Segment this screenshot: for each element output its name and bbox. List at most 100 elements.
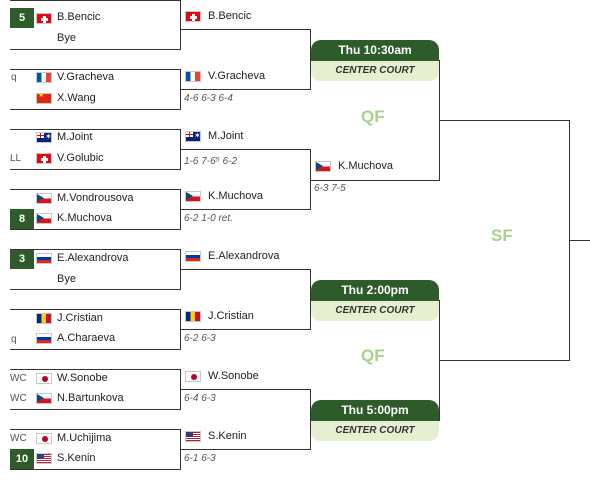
match-court: CENTER COURT [311, 301, 439, 321]
flag-russia-icon [185, 251, 201, 262]
player-name[interactable]: K.Muchova [57, 212, 113, 224]
flag-russia-icon [36, 333, 52, 344]
match-score: 1-6 7-6⁵ 6-2 [184, 156, 238, 167]
match-time: Thu 5:00pm [311, 400, 439, 421]
flag-switzerland-icon [36, 13, 52, 24]
entry-tag: WC [10, 393, 27, 404]
seed-badge: 5 [10, 8, 34, 28]
bracket-line [180, 129, 181, 170]
flag-romania-icon [36, 313, 52, 324]
player-name: Bye [57, 32, 76, 44]
player-name[interactable]: B.Bencic [208, 10, 252, 22]
match-time: Thu 2:00pm [311, 280, 439, 301]
bracket-line [10, 169, 181, 170]
bracket-line [439, 360, 570, 361]
entry-tag: LL [10, 153, 22, 164]
player-name[interactable]: K.Muchova [208, 190, 264, 202]
bracket-line [10, 129, 181, 130]
player-name[interactable]: M.Vondrousova [57, 192, 134, 204]
player-name[interactable]: M.Joint [208, 130, 244, 142]
player-name[interactable]: A.Charaeva [57, 332, 116, 344]
bracket-line [10, 409, 181, 410]
match-score: 6-3 7-5 [314, 183, 346, 194]
flag-usa-icon [36, 453, 52, 464]
flag-romania-icon [185, 311, 201, 322]
flag-russia-icon [36, 253, 52, 264]
match-score: 6-2 6-3 [184, 333, 216, 344]
bracket-line [10, 289, 181, 290]
flag-australia-icon [36, 132, 52, 143]
bracket-line [180, 189, 181, 230]
player-name[interactable]: J.Cristian [208, 310, 254, 322]
bracket-line [181, 149, 311, 150]
bracket-line [180, 429, 181, 470]
bracket-line [310, 149, 311, 210]
player-name[interactable]: V.Gracheva [208, 70, 266, 82]
bracket-line [181, 269, 311, 270]
match-header[interactable]: Thu 10:30am CENTER COURT [311, 40, 439, 81]
bracket-line [181, 449, 311, 450]
bracket-line [180, 369, 181, 410]
bracket-line [10, 49, 181, 50]
flag-australia-icon [185, 131, 201, 142]
match-score: 6-1 6-3 [184, 453, 216, 464]
flag-czechia-icon [185, 191, 201, 202]
player-name[interactable]: E.Alexandrova [57, 252, 129, 264]
match-header[interactable]: Thu 5:00pm CENTER COURT [311, 400, 439, 441]
entry-tag: q [11, 334, 17, 345]
bracket-line [439, 120, 570, 121]
bracket-line [10, 429, 181, 430]
player-name[interactable]: S.Kenin [57, 452, 96, 464]
bracket-line [181, 329, 311, 330]
bracket-line [311, 180, 440, 181]
entry-tag: WC [10, 373, 27, 384]
player-name[interactable]: E.Alexandrova [208, 250, 280, 262]
bracket-line [10, 369, 181, 370]
bracket-line [10, 249, 181, 250]
bracket-line [310, 29, 311, 90]
player-name[interactable]: V.Gracheva [57, 71, 115, 83]
player-name: Bye [57, 273, 76, 285]
bracket-line [181, 209, 311, 210]
flag-czechia-icon [36, 213, 52, 224]
bracket-line [10, 189, 181, 190]
bracket-line [180, 249, 181, 290]
player-name[interactable]: K.Muchova [338, 160, 394, 172]
bracket-line [181, 389, 311, 390]
flag-japan-icon [185, 371, 201, 382]
player-name[interactable]: M.Uchijima [57, 432, 112, 444]
bracket-line [10, 109, 181, 110]
bracket-line [180, 0, 181, 50]
player-name[interactable]: M.Joint [57, 131, 93, 143]
match-header[interactable]: Thu 2:00pm CENTER COURT [311, 280, 439, 321]
seed-badge: 3 [10, 249, 34, 269]
player-name[interactable]: W.Sonobe [57, 372, 108, 384]
bracket-line [181, 29, 311, 30]
bracket-line [10, 69, 181, 70]
player-name[interactable]: X.Wang [57, 92, 96, 104]
match-court: CENTER COURT [311, 61, 439, 81]
seed-badge: 10 [10, 449, 34, 469]
player-name[interactable]: N.Bartunkova [57, 392, 124, 404]
bracket-line [569, 240, 590, 241]
player-name[interactable]: S.Kenin [208, 430, 247, 442]
player-name[interactable]: V.Golubic [57, 152, 104, 164]
bracket-line [181, 89, 311, 90]
round-label-qf: QF [361, 107, 385, 126]
flag-czechia-icon [315, 161, 331, 172]
flag-japan-icon [36, 433, 52, 444]
bracket-line [180, 69, 181, 110]
bracket-line [10, 229, 181, 230]
player-name[interactable]: W.Sonobe [208, 370, 259, 382]
match-time: Thu 10:30am [311, 40, 439, 61]
player-name[interactable]: B.Bencic [57, 11, 101, 23]
bracket-line [10, 349, 181, 350]
round-label-sf: SF [491, 226, 513, 245]
match-score: 6-2 1-0 ret. [184, 213, 233, 224]
flag-czechia-icon [36, 393, 52, 404]
entry-tag: WC [10, 433, 27, 444]
flag-czechia-icon [36, 193, 52, 204]
flag-usa-icon [185, 431, 201, 442]
flag-france-icon [185, 71, 201, 82]
player-name[interactable]: J.Cristian [57, 312, 103, 324]
